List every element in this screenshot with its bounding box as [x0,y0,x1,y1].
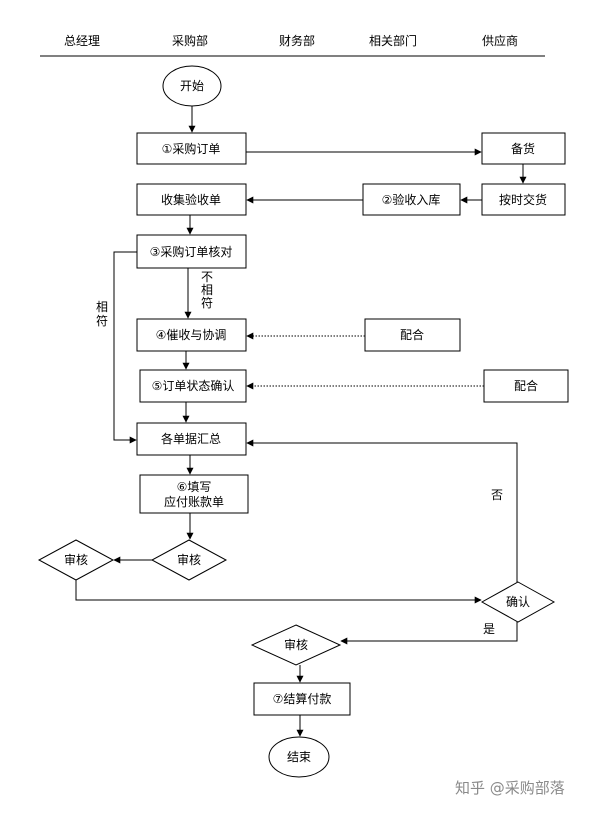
lane-supplier: 供应商 [482,33,518,48]
cooperate-supplier-box [483,369,569,403]
label-match-2: 符 [96,313,108,328]
review-finance-diamond [250,624,342,666]
lane-purchasing: 采购部 [172,33,208,48]
settle-payment-box [253,682,351,716]
fill-payable-box [139,474,249,514]
review-gm-label: 审核 [64,552,88,567]
purchase-order-label: ①采购订单 [162,141,221,156]
collect-receipt-box [136,183,247,216]
cooperate-dept-box [364,318,461,352]
settle-payment-label: ⑦结算付款 [273,691,332,706]
summarize-label: 各单据汇总 [161,431,221,446]
confirm-label: 确认 [506,595,530,609]
fill-payable-label-2: 应付账款单 [164,494,224,509]
lane-header: 总经理 采购部 财务部 相关部门 供应商 [40,33,545,57]
cooperate-dept-label: 配合 [400,327,424,342]
purchase-order-box [136,132,247,165]
edge-gm-to-confirm [75,580,482,604]
confirm-diamond [480,581,556,623]
deliver-label: 按时交货 [499,192,547,207]
fill-payable-label-1: ⑥填写 [177,480,212,494]
end-node [268,736,330,778]
lane-finance: 财务部 [279,33,315,48]
lane-general-manager: 总经理 [64,34,100,48]
label-match-1: 相 [96,300,108,314]
deliver-box [481,183,566,216]
urge-coordinate-box [136,318,247,352]
watermark: 知乎 @采购部落 [455,779,565,797]
label-yes: 是 [483,622,495,636]
start-label: 开始 [180,79,204,93]
label-no: 否 [491,488,503,502]
review-purchase-diamond [150,539,228,581]
stock-up-label: 备货 [511,141,535,156]
urge-coordinate-label: ④催收与协调 [156,327,227,342]
label-mismatch-2: 相 [201,283,213,297]
edge-confirm-no [246,439,518,582]
inspect-label: ②验收入库 [382,192,441,207]
cooperate-supplier-label: 配合 [514,378,538,393]
label-mismatch-3: 符 [201,295,213,310]
label-mismatch-1: 不 [201,270,213,284]
collect-receipt-label: 收集验收单 [161,192,221,207]
edge-confirm-yes [340,622,518,645]
order-check-label: ③采购订单核对 [150,244,233,259]
order-status-label: ⑤订单状态确认 [152,379,235,393]
review-finance-label: 审核 [284,637,308,652]
edge-check-match-to-summary [113,251,137,444]
lane-related-dept: 相关部门 [369,33,417,48]
end-label: 结束 [287,750,311,764]
summarize-box [136,422,247,456]
review-purchase-label: 审核 [177,552,201,567]
order-status-box [139,369,247,403]
